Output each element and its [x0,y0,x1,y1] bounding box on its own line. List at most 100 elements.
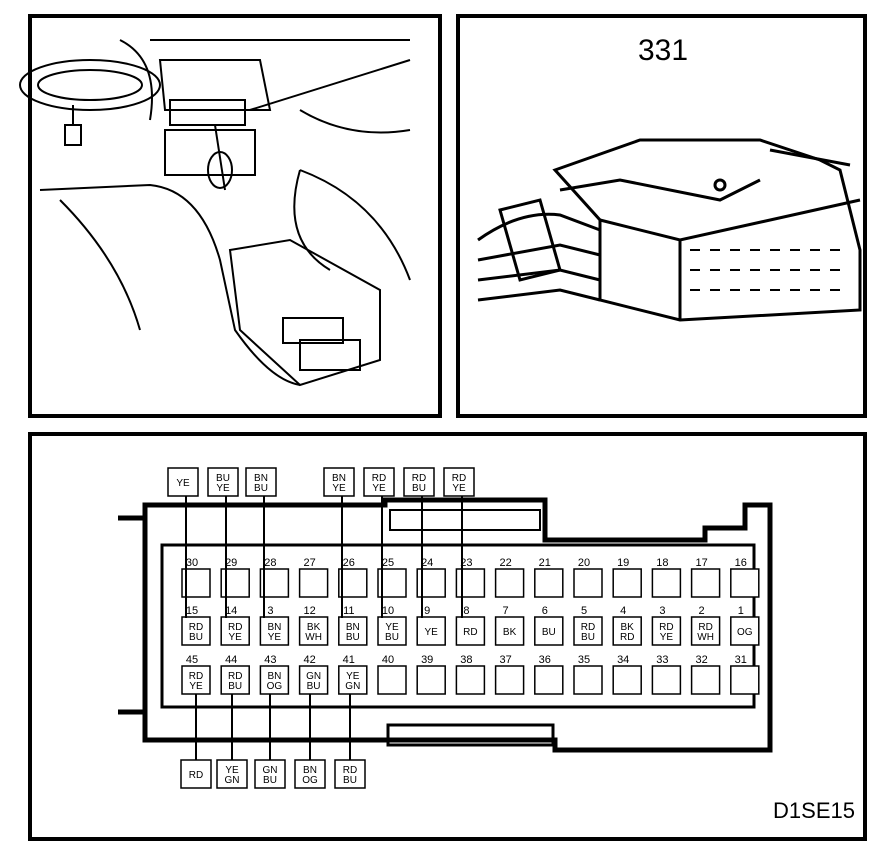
pin-number: 40 [382,654,394,666]
connector-pin-grid [690,249,840,291]
pin-number: 44 [225,654,237,666]
pin-cavity [298,616,329,646]
connector-housing [118,497,773,753]
pin-cavity [612,665,642,695]
pin-cavity [730,665,760,695]
pin-number: 37 [499,654,511,666]
pin-top-21: 21 [534,557,564,598]
pin-number: 22 [499,557,511,569]
pin-cavity [534,616,564,646]
pin-cavity [259,568,290,598]
pin-number: 14 [225,605,237,617]
pin-cavity [612,616,642,646]
pin-cavity [259,616,290,646]
pin-top-22: 22 [494,557,525,598]
pin-wire-color: YE [425,627,439,638]
pin-cavity [612,568,642,598]
pin-number: 30 [186,557,198,569]
pin-cavity [534,568,564,598]
wire-color-label: YE [176,478,190,489]
pin-cavity [416,616,446,646]
pin-number: 6 [542,605,548,617]
pin-number: 36 [539,654,551,666]
pin-cavity [690,568,721,598]
pin-bottom-33: 33 [651,654,682,695]
pin-number: 18 [656,557,668,569]
pin-cavity [416,665,446,695]
pin-cavity [651,616,682,646]
pin-number: 21 [539,557,551,569]
pin-number: 25 [382,557,394,569]
pin-cavity [298,665,329,695]
pin-bottom-37: 37 [494,654,525,695]
pin-number: 11 [343,605,354,617]
pin-cavity [338,665,368,695]
pin-number: 1 [738,605,744,617]
pin-bottom-36: 36 [534,654,564,695]
pin-number: 42 [303,654,315,666]
pin-middle-1: 1OG [730,605,760,646]
pin-number: 35 [578,654,590,666]
pin-cavity [455,568,486,598]
pin-cavity [651,665,682,695]
pin-cavity [455,665,486,695]
pin-middle-8: 8RD [455,605,486,646]
pin-number: 12 [303,605,315,617]
pin-top-20: 20 [573,557,603,598]
pin-cavity [338,568,368,598]
pin-number: 29 [225,557,237,569]
wire-color-label: RD [189,770,203,781]
pin-top-16: 16 [730,557,760,598]
pin-cavity [455,616,486,646]
pin-wire-color: RD [463,627,477,638]
pin-top-26: 26 [338,557,368,598]
pin-number: 23 [460,557,472,569]
pin-bottom-32: 32 [690,654,721,695]
pin-number: 33 [656,654,668,666]
figure-code: D1SE15 [773,798,855,823]
pin-bottom-35: 35 [573,654,603,695]
pin-cavity [494,665,525,695]
pin-cavity [338,616,368,646]
pin-number: 39 [421,654,433,666]
pin-cavity [730,616,760,646]
pin-cavity [377,616,407,646]
vehicle-interior-panel [28,14,442,418]
pin-top-18: 18 [651,557,682,598]
pin-cavity [181,616,211,646]
connector-view-panel [456,14,867,418]
pin-number: 19 [617,557,629,569]
pin-number: 28 [264,557,276,569]
pin-cavity [377,665,407,695]
pin-number: 24 [421,557,433,569]
pin-bottom-34: 34 [612,654,642,695]
pin-number: 45 [186,654,198,666]
pin-number: 20 [578,557,590,569]
pin-number: 2 [699,605,705,617]
